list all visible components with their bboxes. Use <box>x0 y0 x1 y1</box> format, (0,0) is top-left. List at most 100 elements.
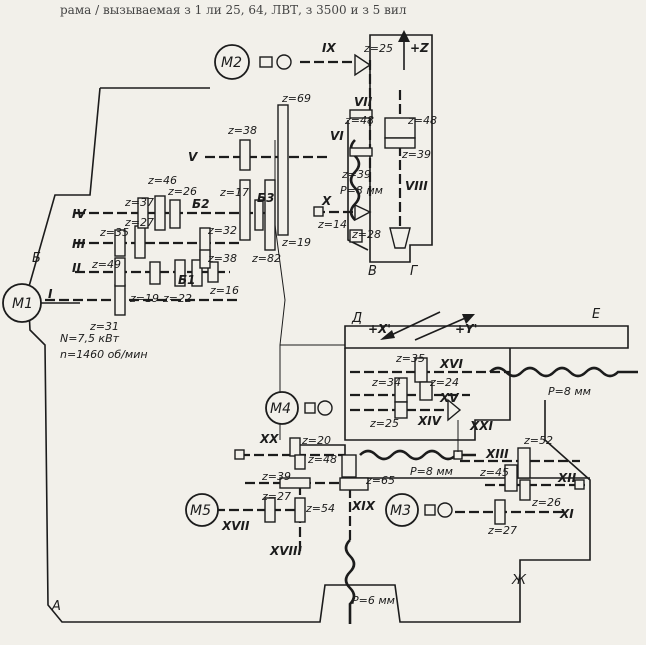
gear-z27b <box>264 497 276 523</box>
label-gear-z27a: z=27 <box>124 216 154 229</box>
coupling-xx <box>234 449 245 460</box>
label-gear-z39b: z=39 <box>401 148 431 161</box>
label-gear-z25: z=25 <box>363 42 393 55</box>
label-gear-z35b: z=35 <box>395 352 425 365</box>
label-shaft-XIII: XIII <box>485 447 509 461</box>
label-gear-z65: z=65 <box>365 474 395 487</box>
label-gear-z54: z=54 <box>305 502 335 515</box>
table-outline <box>344 325 629 349</box>
gear-z45 <box>504 464 518 492</box>
screw-vertical <box>344 539 356 624</box>
label-shaft-XIV: XIV <box>417 414 443 428</box>
label-gear-z26a: z=26 <box>167 185 197 198</box>
bevel-gear-xxi <box>447 398 462 422</box>
gear-z26 <box>169 199 181 229</box>
gear-z35 <box>114 229 126 257</box>
coupling-xii <box>574 479 585 490</box>
spindle-nose <box>341 454 357 478</box>
label-pitch-y: P=8 мм <box>548 385 591 398</box>
label-gear-z82: z=82 <box>251 252 281 265</box>
label-gear-z31: z=31 <box>89 320 119 333</box>
label-direction-y: +Y' <box>455 322 477 336</box>
gear-z19a <box>149 261 161 285</box>
label-shaft-X: X <box>321 194 332 208</box>
label-gear-z38b: z=38 <box>207 252 237 265</box>
svg-text:M2: M2 <box>221 55 242 71</box>
screw-x <box>359 449 476 461</box>
label-shaft-V: V <box>188 150 199 164</box>
label-shaft-XX: XX <box>259 432 279 446</box>
label-gear-z48b: z=48 <box>407 114 437 127</box>
label-shaft-XII: XII <box>557 471 577 485</box>
label-gear-z45: z=45 <box>479 466 509 479</box>
saddle-frame <box>344 348 511 441</box>
gear-z25b <box>394 401 408 419</box>
arrow-x <box>380 311 441 340</box>
svg-text:M5: M5 <box>190 503 211 519</box>
label-motor-power: N=7,5 кВт <box>60 332 120 345</box>
header-text: рама / вызываемая з 1 ли 25, 64, ЛВТ, з … <box>60 3 407 17</box>
label-gear-z28: z=28 <box>351 228 381 241</box>
gear-z48c <box>294 454 306 470</box>
svg-text:M4: M4 <box>270 401 291 417</box>
label-gear-b1: Б1 <box>178 273 196 287</box>
label-gear-z46: z=46 <box>147 174 177 187</box>
label-shaft-XXI: XXI <box>469 419 494 433</box>
label-shaft-IV: IV <box>72 207 87 221</box>
label-gear-z69: z=69 <box>281 92 311 105</box>
label-direction-z: +Z <box>410 41 429 55</box>
arrow-z <box>398 30 410 70</box>
label-gear-z34: z=34 <box>371 376 401 389</box>
motor-m5: M5 <box>185 493 219 527</box>
bevel-gear-x <box>354 203 372 222</box>
gear-z39a <box>349 147 373 157</box>
gear-z26b <box>519 479 531 501</box>
gear-z37 <box>137 197 149 229</box>
label-gear-z19a: z=19 <box>129 292 159 305</box>
label-shaft-VIII: VIII <box>405 179 428 193</box>
label-zone-e: Е <box>592 307 601 322</box>
motor-m4: M4 <box>265 391 333 425</box>
label-gear-z48c: z=48 <box>307 453 337 466</box>
svg-text:M3: M3 <box>390 503 411 519</box>
gear-z17 <box>239 179 251 241</box>
gear-z24 <box>419 381 433 401</box>
label-motor-speed: n=1460 об/мин <box>60 348 148 361</box>
label-shaft-XIX: XIX <box>351 499 376 513</box>
gear-z31 <box>114 284 126 316</box>
gear-z65 <box>339 477 369 491</box>
gear-z27 <box>134 225 146 259</box>
coupling-x <box>313 206 324 217</box>
gear-z39-spindle <box>384 137 416 149</box>
label-gear-z14: z=14 <box>317 218 347 231</box>
label-shaft-VI: VI <box>330 129 344 143</box>
gear-z27c <box>494 499 506 525</box>
coupling-xxi <box>453 450 463 460</box>
label-gear-z32: z=32 <box>207 224 237 237</box>
gear-b1 <box>191 259 203 287</box>
label-zone-d: Д <box>351 311 362 326</box>
label-pitch-z: P=8 мм <box>340 184 383 197</box>
label-gear-z17: z=17 <box>219 186 249 199</box>
gear-z48a <box>349 109 373 119</box>
label-gear-z24: z=24 <box>429 376 459 389</box>
label-gear-z27b: z=27 <box>261 490 291 503</box>
screw-y <box>489 366 638 378</box>
spindle-head-frame <box>369 34 433 263</box>
label-shaft-III: III <box>72 237 86 251</box>
label-gear-z49: z=49 <box>91 258 121 271</box>
label-shaft-XV: XV <box>439 391 460 405</box>
label-pitch-vertical: P=6 мм <box>352 594 395 607</box>
label-gear-z26b: z=26 <box>531 496 561 509</box>
label-gear-z20: z=20 <box>301 434 331 447</box>
gear-z49 <box>114 257 126 287</box>
label-shaft-XVII: XVII <box>221 519 250 533</box>
label-gear-z48a: z=48 <box>344 114 374 127</box>
label-zone-b: Б <box>32 251 41 266</box>
label-gear-z37: z=37 <box>124 196 154 209</box>
label-shaft-II: II <box>72 261 81 275</box>
label-gear-b2: Б2 <box>192 197 210 211</box>
motor-m3: M3 <box>385 493 453 527</box>
svg-text:M1: M1 <box>12 296 33 312</box>
